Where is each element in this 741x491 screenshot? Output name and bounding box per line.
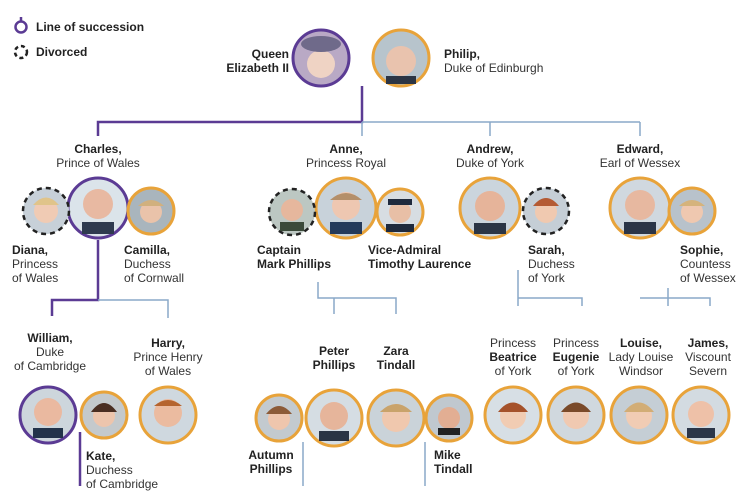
avatar-charles (66, 176, 130, 240)
avatar-philip (371, 28, 431, 88)
avatar-sophie (667, 186, 717, 236)
avatar-camilla (126, 186, 176, 236)
avatar-harry (138, 385, 198, 445)
avatar-peter (304, 388, 364, 448)
avatar-mike (424, 393, 474, 443)
avatar-sarah (521, 186, 571, 236)
label-charles: Charles,Prince of Wales (56, 142, 140, 170)
avatar-william (18, 385, 78, 445)
avatar-anne (314, 176, 378, 240)
avatar-mark (267, 187, 317, 237)
avatar-james (671, 385, 731, 445)
avatar-autumn (254, 393, 304, 443)
label-andrew: Andrew,Duke of York (455, 142, 525, 170)
avatar-eugenie (546, 385, 606, 445)
succession-line (96, 86, 364, 136)
avatar-queen (291, 28, 351, 88)
branch-line (98, 299, 169, 318)
avatar-edward (608, 176, 672, 240)
legend-succession-icon (14, 17, 28, 34)
avatar-zara (366, 388, 426, 448)
legend-divorced-icon (13, 44, 29, 60)
branch-line (640, 288, 711, 306)
avatar-tim (375, 187, 425, 237)
avatar-beatrice (483, 385, 543, 445)
branch-line (317, 282, 397, 314)
branch-line (302, 442, 426, 486)
succession-line (50, 240, 100, 316)
avatar-kate (79, 390, 129, 440)
legend-succession-label: Line of succession (36, 20, 145, 34)
avatar-louise (609, 385, 669, 445)
branch-line (517, 270, 583, 306)
legend-divorced-label: Divorced (36, 45, 88, 59)
branch-line (361, 121, 641, 136)
label-philip: Philip,Duke of Edinburgh (444, 47, 544, 75)
label-anne: Anne,Princess Royal (305, 142, 387, 170)
avatar-diana (21, 186, 71, 236)
label-edward: Edward,Earl of Wessex (599, 142, 681, 170)
avatar-andrew (458, 176, 522, 240)
